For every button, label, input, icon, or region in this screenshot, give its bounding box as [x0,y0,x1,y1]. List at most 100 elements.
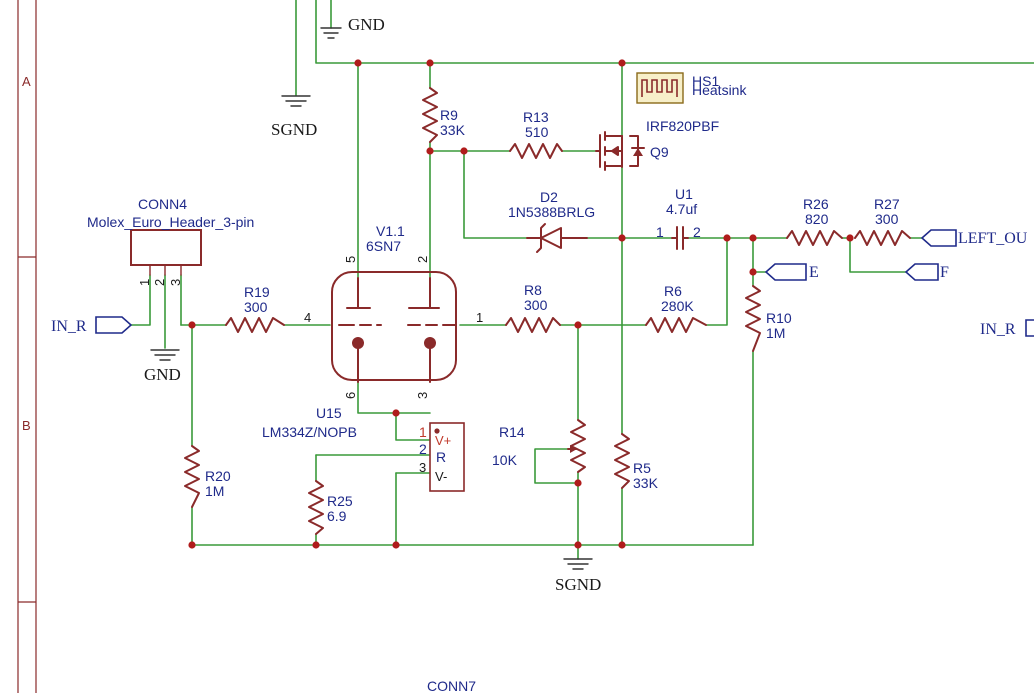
tube-pin6: 6 [343,392,358,399]
tube-ref: V1.1 [376,223,405,239]
zener-d2[interactable]: D2 1N5388BRLG [508,189,595,253]
r27-value: 300 [875,211,899,227]
r6-ref: R6 [664,283,682,299]
conn4-pin2: 2 [152,279,167,286]
r25-value: 6.9 [327,508,347,524]
tube-pin3: 3 [415,392,430,399]
net-port-left-out[interactable]: LEFT_OU [920,229,1028,247]
u1-ref: U1 [675,186,693,202]
tube-pin2: 2 [415,256,430,263]
r25-ref: R25 [327,493,353,509]
u15-label-r: R [436,449,446,465]
junction-dots [188,59,854,549]
r14-ref: R14 [499,424,525,440]
q9-ref: Q9 [650,144,669,160]
gnd-symbol-top: GND [320,15,385,39]
u1-pin1: 1 [656,224,664,240]
resistor-r13[interactable]: R13 510 [509,109,563,159]
heatsink-hs1[interactable]: HS1 Heatsink [636,72,747,104]
r10-ref: R10 [766,310,792,326]
gnd-symbol-conn: GND [144,349,181,384]
net-f-label: F [940,264,949,281]
net-in-r-label: IN_R [51,318,87,335]
resistor-r5[interactable]: R5 33K [614,433,659,491]
resistor-r26[interactable]: R26 820 [786,196,843,246]
u15-ref: U15 [316,405,342,421]
resistor-r20[interactable]: R20 1M [184,445,231,508]
conn4-pin1: 1 [137,279,152,286]
resistor-r19[interactable]: R19 300 [225,284,285,333]
net-port-in-r[interactable]: IN_R [51,316,133,335]
net-port-in-r-right[interactable]: IN_R [980,319,1034,338]
u15-pin3: 3 [419,460,426,475]
net-port-e[interactable]: E [764,263,819,281]
r27-ref: R27 [874,196,900,212]
wires [130,0,1034,560]
d2-value: 1N5388BRLG [508,204,595,220]
u15-pin1: 1 [419,424,427,440]
r20-ref: R20 [205,468,231,484]
resistor-r6[interactable]: R6 280K [645,283,707,333]
tube-v1-1[interactable]: V1.1 6SN7 5 2 4 1 6 3 [304,223,483,399]
r13-value: 510 [525,124,549,140]
connector-conn7[interactable]: CONN7 [427,678,476,693]
resistor-r9[interactable]: R9 33K [422,87,466,143]
resistor-r8[interactable]: R8 300 [505,282,561,333]
r14-value: 10K [492,452,518,468]
u1-pin2: 2 [693,224,701,240]
heatsink-icon [641,79,678,97]
sgnd-left-label: SGND [271,120,317,139]
r5-ref: R5 [633,460,651,476]
r8-value: 300 [524,297,548,313]
r19-ref: R19 [244,284,270,300]
d2-ref: D2 [540,189,558,205]
hs1-ref: HS1 [692,73,719,89]
conn4-ref: CONN4 [138,196,187,212]
r26-ref: R26 [803,196,829,212]
r19-value: 300 [244,299,268,315]
r10-value: 1M [766,325,785,341]
r13-ref: R13 [523,109,549,125]
gnd-conn-label: GND [144,365,181,384]
r9-value: 33K [440,122,466,138]
u15-value: LM334Z/NOPB [262,424,357,440]
tube-pin1: 1 [476,310,483,325]
u15-pin2: 2 [419,441,427,457]
conn4-value: Molex_Euro_Header_3-pin [87,214,254,230]
net-in-r-right-label: IN_R [980,321,1016,338]
sgnd-symbol-bottom: SGND [555,558,601,594]
resistor-r10[interactable]: R10 1M [745,285,792,352]
frame-row-a: A [22,74,31,89]
conn4-pin3: 3 [168,279,183,286]
r5-value: 33K [633,475,659,491]
net-port-f[interactable]: F [904,263,949,281]
capacitor-u1[interactable]: U1 4.7uf 1 2 [656,186,701,250]
tube-value: 6SN7 [366,238,401,254]
mosfet-q9[interactable]: IRF820PBF Q9 [595,118,719,171]
net-left-out-label: LEFT_OU [958,230,1028,247]
sgnd-symbol-left: SGND [271,95,317,139]
r6-value: 280K [661,298,694,314]
r26-value: 820 [805,211,829,227]
connector-conn4[interactable]: CONN4 Molex_Euro_Header_3-pin 1 2 3 [87,196,254,286]
tube-pin5: 5 [343,256,358,263]
u1-value: 4.7uf [666,201,697,217]
frame-row-b: B [22,418,31,433]
r20-value: 1M [205,483,224,499]
q9-value: IRF820PBF [646,118,719,134]
gnd-top-label: GND [348,15,385,34]
ic-u15[interactable]: U15 LM334Z/NOPB 1 2 3 V+ R V- [262,405,465,492]
net-e-label: E [809,264,819,281]
conn7-ref: CONN7 [427,678,476,693]
u15-label-vminus: V- [435,469,447,484]
resistor-r25[interactable]: R25 6.9 [308,480,353,535]
potentiometer-r14[interactable]: R14 10K [492,419,586,473]
u15-label-vplus: V+ [435,433,451,448]
r9-ref: R9 [440,107,458,123]
sgnd-bottom-label: SGND [555,575,601,594]
tube-pin4: 4 [304,310,311,325]
hs1-value: Heatsink [692,82,747,98]
r8-ref: R8 [524,282,542,298]
resistor-r27[interactable]: R27 300 [854,196,911,246]
